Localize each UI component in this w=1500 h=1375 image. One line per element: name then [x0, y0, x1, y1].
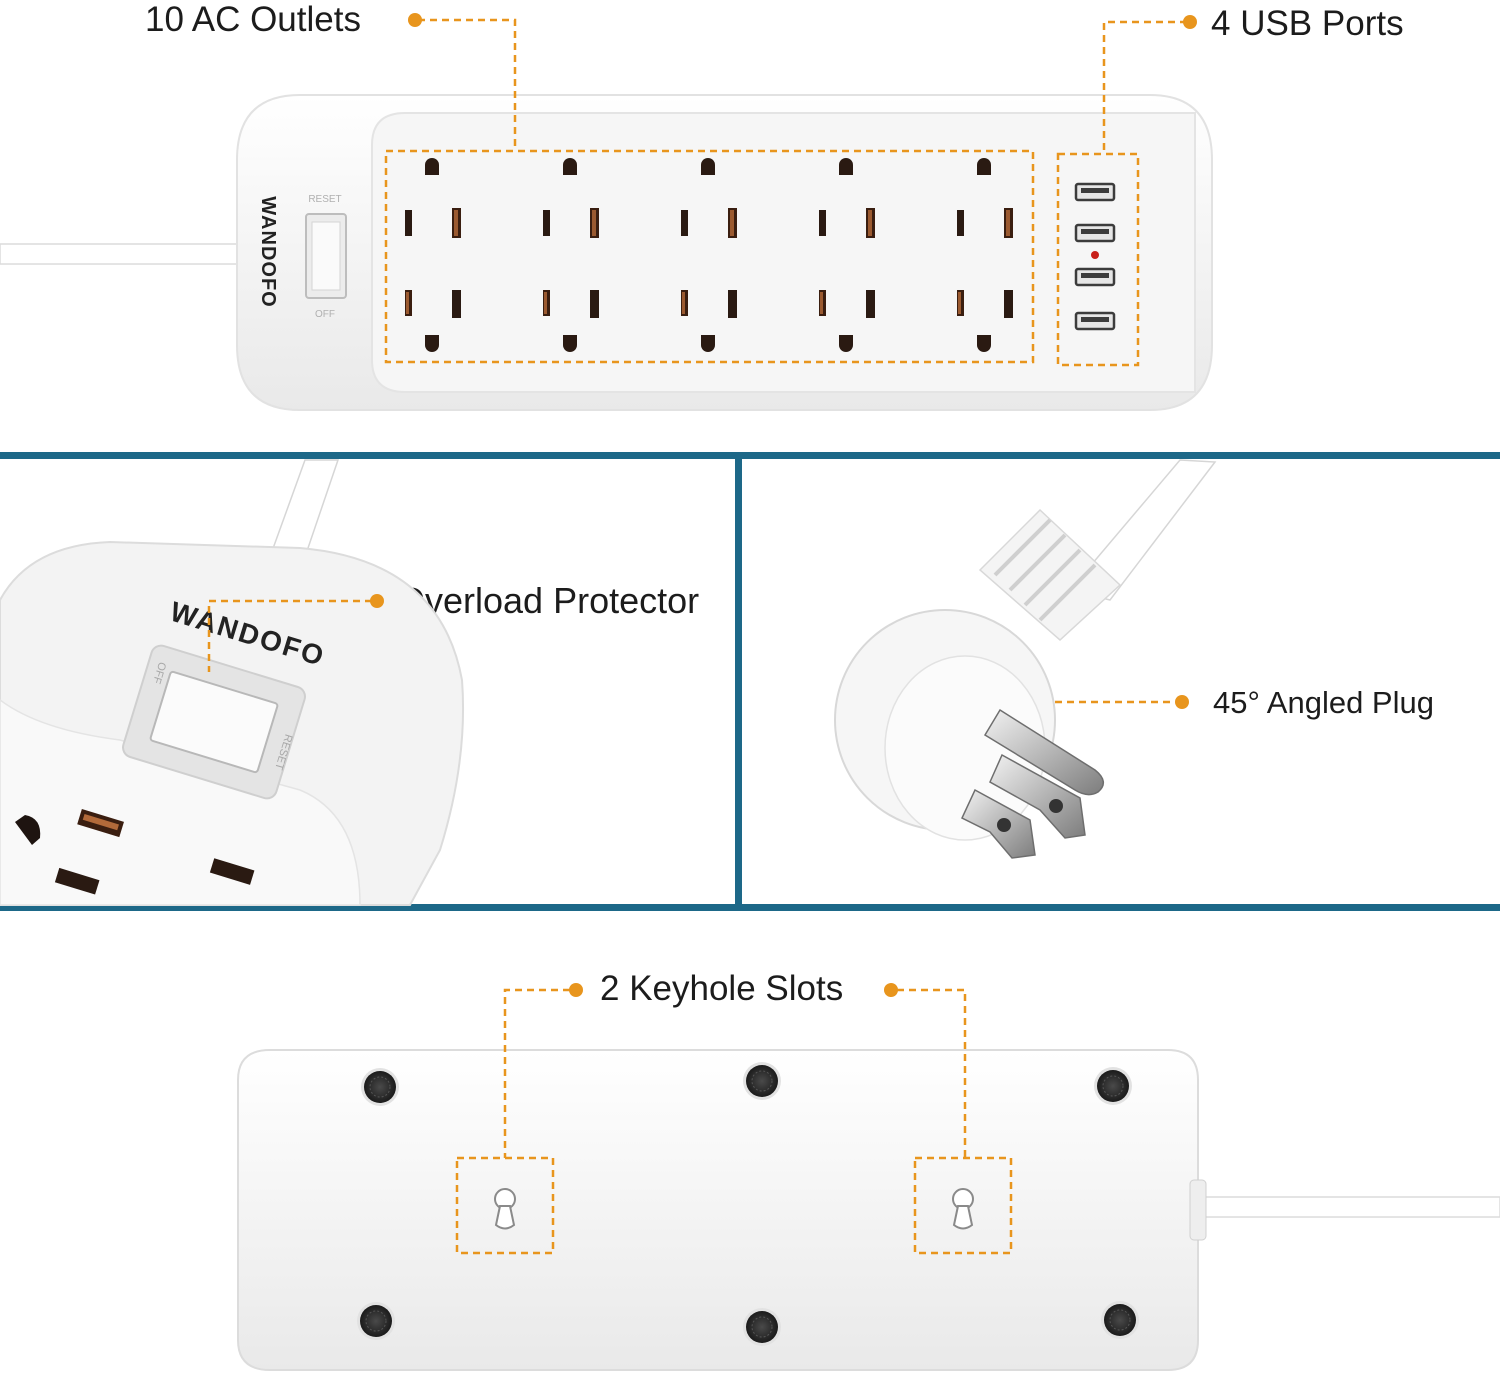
- protector-panel-outlet: [15, 809, 255, 895]
- ac-outlets-label: 10 AC Outlets: [145, 0, 361, 39]
- keyhole-callouts: [455, 988, 1013, 1255]
- overload-callout: [207, 599, 372, 672]
- power-cord: [0, 243, 246, 265]
- usb-ports-label: 4 USB Ports: [1211, 4, 1404, 43]
- usb-indicator-light: [1091, 251, 1099, 259]
- keyhole-slot-right: [952, 1188, 974, 1230]
- plug-prongs: [961, 708, 1104, 859]
- power-strip-underside: [237, 1049, 1199, 1371]
- divider-middle-vertical: [735, 452, 742, 911]
- overload-switch: OFF RESET: [122, 644, 306, 800]
- keyhole-slot-left: [494, 1188, 516, 1230]
- bottom-panel-cord: [1194, 1196, 1500, 1218]
- top-callouts: [384, 18, 1187, 367]
- overload-protector-label: Overload Protector: [397, 580, 700, 621]
- switch-reset-label: RESET: [308, 194, 341, 205]
- usb-ports: [1074, 182, 1116, 331]
- plug-strain-relief: [978, 508, 1122, 642]
- switch-off-label: OFF: [315, 309, 335, 320]
- brand-logo-vertical: WANDOFO: [257, 196, 279, 307]
- keyhole-slots-label: 2 Keyhole Slots: [600, 969, 844, 1008]
- outlet-plate: [371, 112, 1196, 393]
- angled-plug-label: 45° Angled Plug: [1213, 685, 1434, 720]
- divider-top: [0, 452, 1500, 459]
- divider-bottom: [0, 904, 1500, 911]
